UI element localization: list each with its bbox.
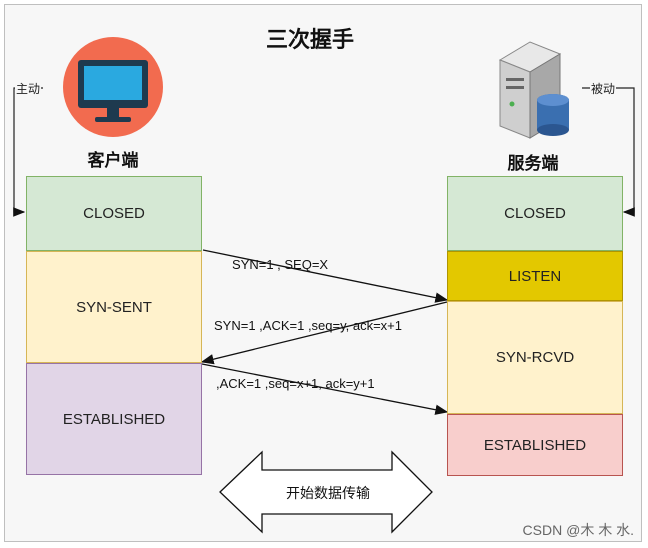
message-arrow-syn [202, 249, 449, 303]
server-icon [498, 41, 569, 139]
server-tag: 被动 [590, 80, 617, 97]
server-state-closed: CLOSED [447, 176, 623, 251]
double-arrow-shape [219, 450, 433, 534]
message-ack-label: ,ACK=1 ,seq=x+1, ack=y+1 [216, 376, 375, 391]
server-state-established: ESTABLISHED [447, 414, 623, 476]
message-syn-ack-label: SYN=1 ,ACK=1 ,seq=y, ack=x+1 [214, 318, 403, 333]
client-tag: 主动 [15, 80, 42, 97]
client-label: 客户端 [87, 151, 139, 171]
server-state-listen: LISTEN [447, 251, 623, 301]
server-label: 服务端 [507, 154, 559, 174]
diagram-title: 三次握手 [265, 28, 354, 53]
data-transfer-label: 开始数据传输 [286, 486, 370, 502]
message-syn-label: SYN=1 , SEQ=X [232, 257, 329, 272]
server-state-syn-rcvd: SYN-RCVD [447, 301, 623, 414]
client-state-established: ESTABLISHED [26, 363, 202, 475]
client-state-closed: CLOSED [26, 176, 202, 251]
monitor-icon [63, 37, 163, 137]
client-state-syn-sent: SYN-SENT [26, 251, 202, 363]
message-arrow-ack [201, 363, 449, 415]
message-arrow-syn-ack [200, 301, 448, 365]
watermark: CSDN @木 木 水. [522, 522, 634, 538]
